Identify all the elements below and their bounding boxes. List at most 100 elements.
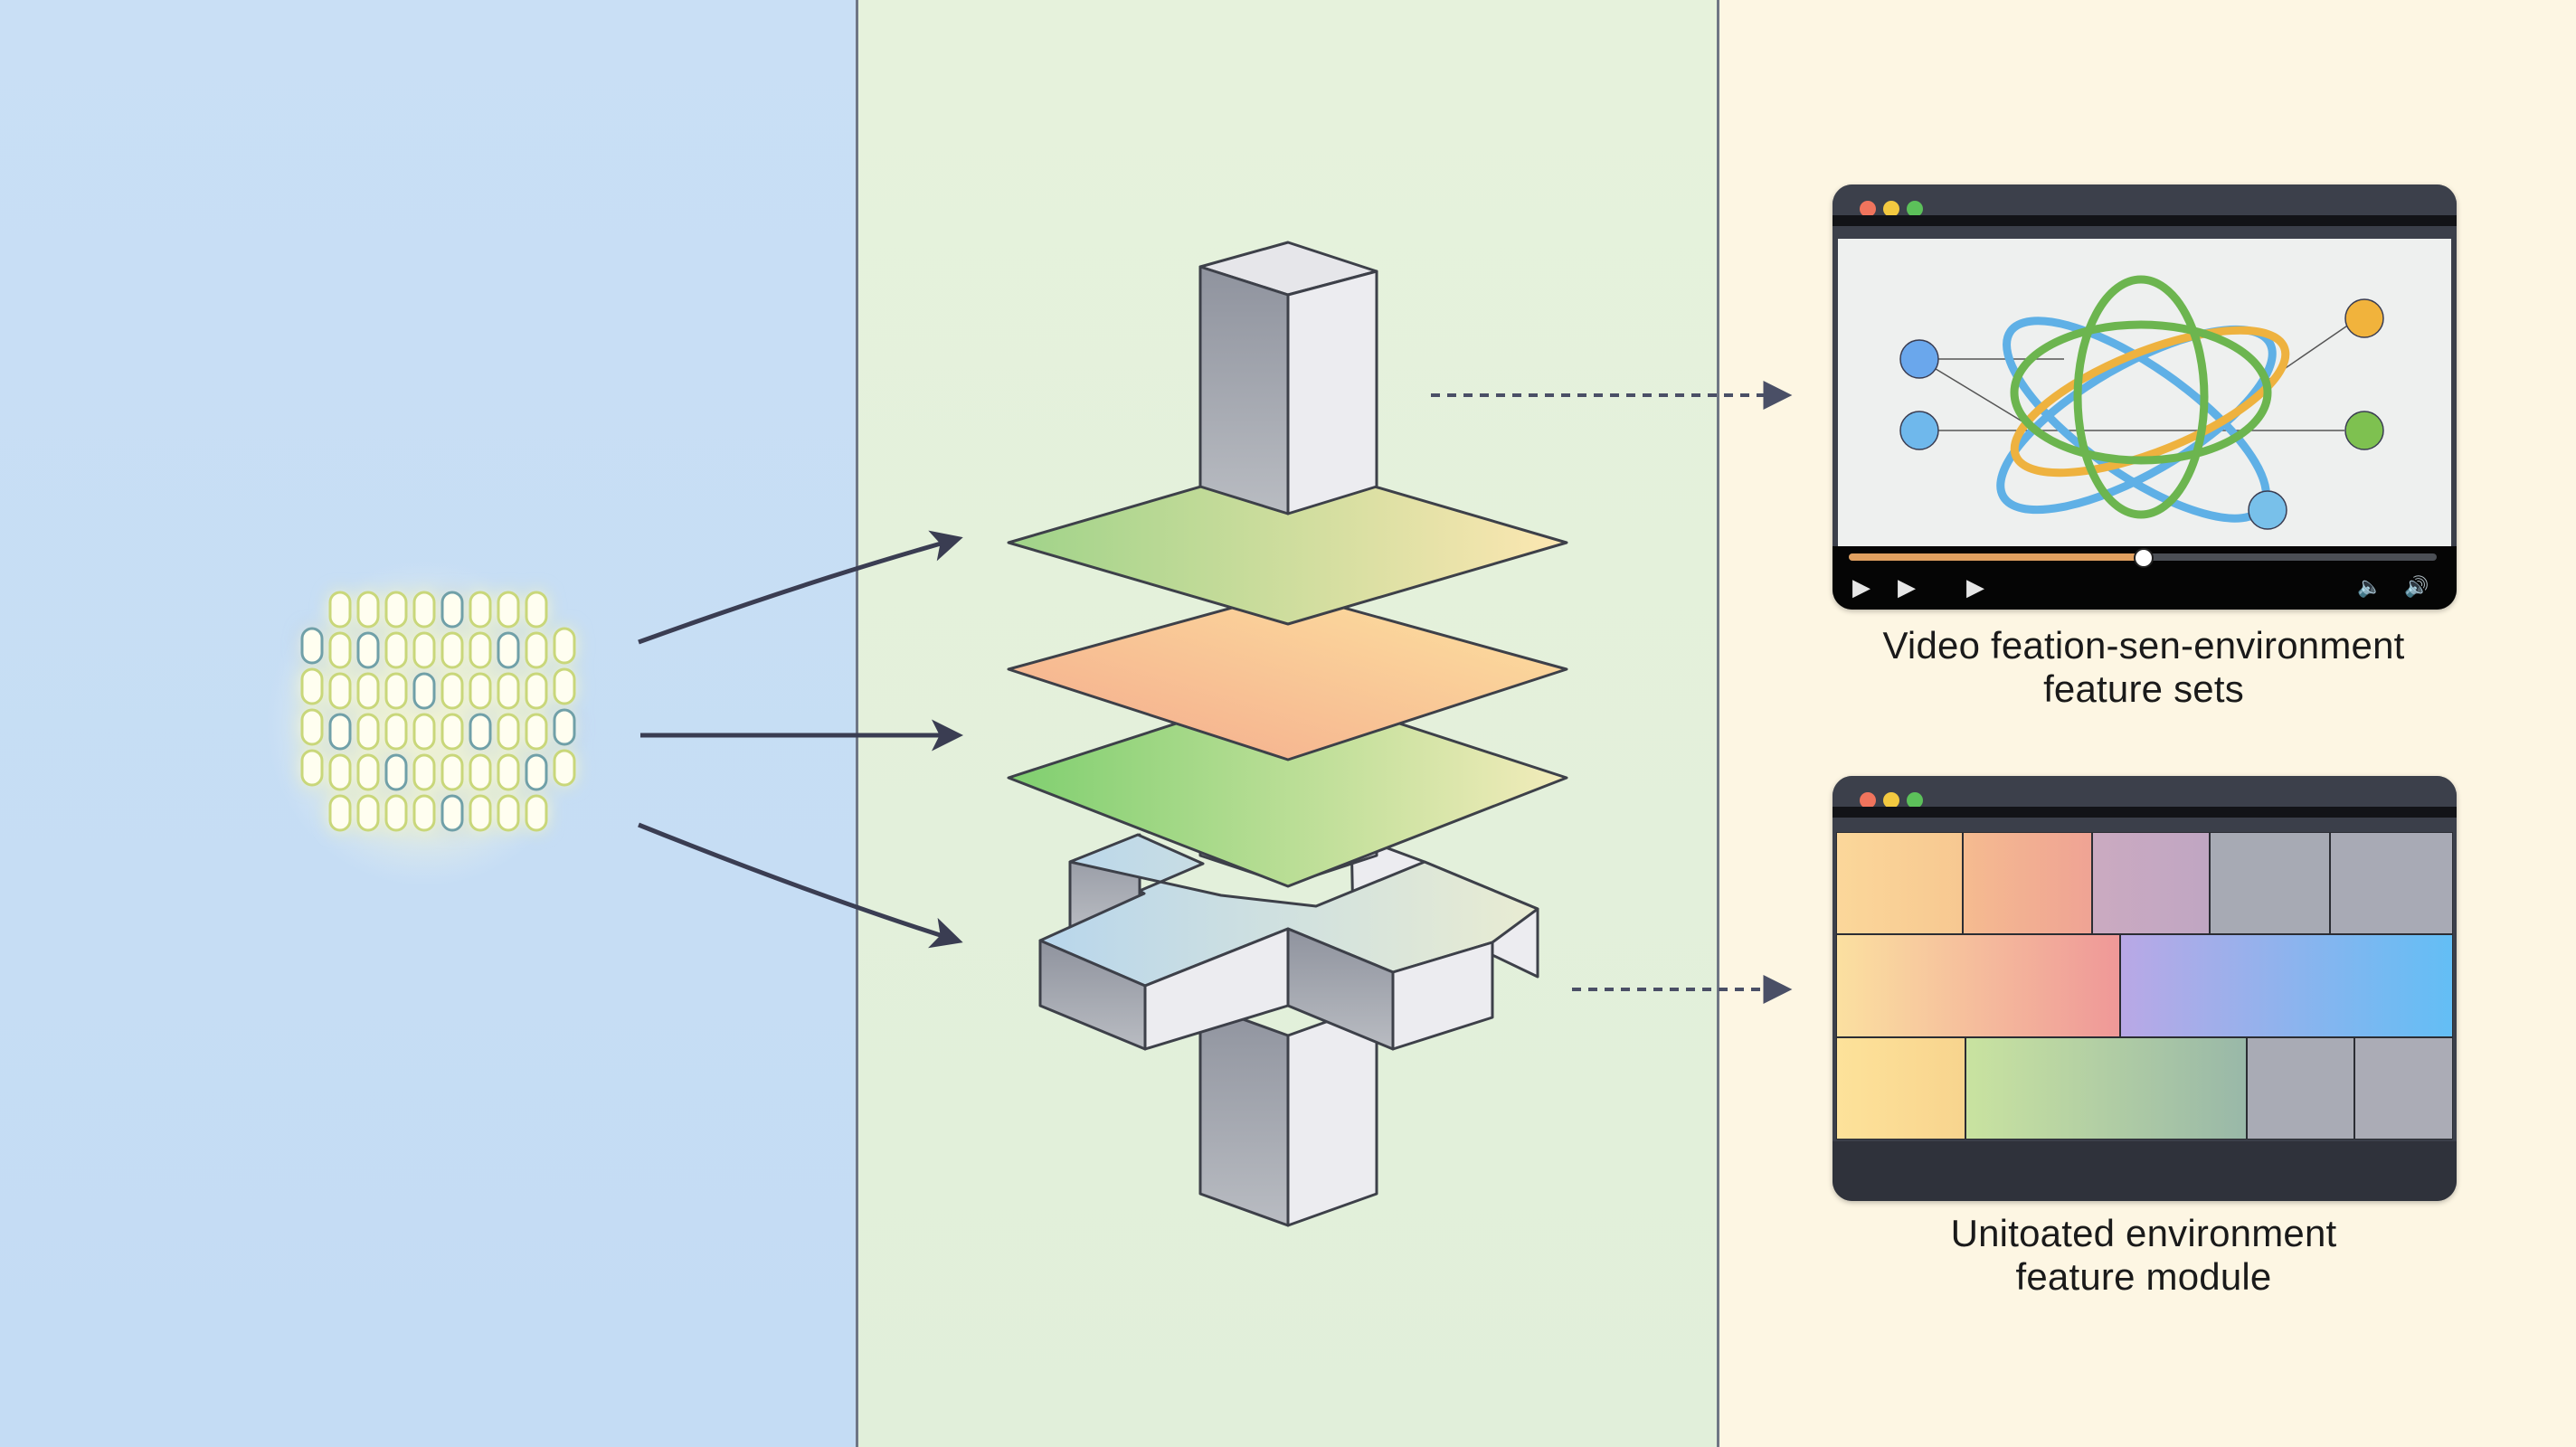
orbit-ring-blue [1996,325,2277,515]
progress-knob[interactable] [2134,548,2154,568]
grid-cell [384,794,408,832]
grid-cell [553,749,576,787]
grid-cell [412,713,436,751]
arrow-down-right [638,822,963,949]
grid-cell [412,631,436,669]
feature-module-window [1833,776,2457,1201]
grid-cell [328,713,352,751]
grid-cell [356,794,380,832]
layer-2 [1007,591,1568,761]
grid-cell [469,713,492,751]
grid-cell [525,794,548,832]
grid-cell [384,591,408,629]
grid-cell [384,753,408,791]
grid-cell [469,631,492,669]
grid-cell [356,753,380,791]
graph-node [2344,411,2384,450]
feature-tile [1836,1036,1966,1140]
grid-cell [440,794,464,832]
grid-cell [525,631,548,669]
play-icon[interactable]: ▶ [1852,573,1870,601]
grid-cell [525,591,548,629]
grid-cell [384,672,408,710]
caption-line: feature module [2015,1255,2272,1298]
top-pillar [1198,241,1378,515]
orbit-ring-green [2073,275,2209,519]
grid-cell [440,713,464,751]
caption-line: feature sets [2043,667,2244,710]
arrow-up-right [638,530,963,645]
grid-cell [553,627,576,665]
minimize-dot-icon[interactable] [1883,201,1899,217]
close-dot-icon[interactable] [1860,201,1876,217]
progress-fill [1849,553,2143,561]
grid-cell [469,672,492,710]
glowing-cell-grid [267,561,583,886]
grid-cell [356,672,380,710]
orbit-ring-green [2010,320,2272,465]
grid-cell [440,672,464,710]
minimize-dot-icon[interactable] [1883,792,1899,809]
window-titlebar [1833,776,2457,818]
grid-cell [525,753,548,791]
orbit-ring-orange [2010,326,2290,478]
play-icon[interactable]: ▶ [1966,573,1984,601]
volume-high-icon[interactable]: 🔊 [2404,575,2429,598]
grid-cell [356,713,380,751]
feature-tile [1836,934,2120,1037]
grid-cell [469,591,492,629]
video-controls: ▶ ▶ ▶ 🔈 🔊 [1833,546,2457,610]
grid-cell [328,591,352,629]
grid-cell [497,672,520,710]
maximize-dot-icon[interactable] [1907,792,1923,809]
window-titlebar [1833,184,2457,226]
grid-cell [356,591,380,629]
maximize-dot-icon[interactable] [1907,201,1923,217]
feature-tile [2092,832,2210,935]
grid-cell [300,749,324,787]
grid-cell [328,631,352,669]
panel-divider [1717,0,1719,1447]
feature-tile [2246,1036,2354,1140]
grid-cell [328,672,352,710]
video-feature-caption: Video feation-sen-environment feature se… [1836,624,2451,711]
feature-tile [2329,832,2453,935]
grid-cell [328,753,352,791]
volume-low-icon[interactable]: 🔈 [2357,575,2382,598]
output-connectors [1431,381,1793,1004]
graph-node [1899,411,1939,450]
caption-line: Unitoated environment [1950,1212,2337,1254]
grid-cell [497,753,520,791]
feature-tile-grid [1836,832,2453,1140]
grid-cell [497,631,520,669]
feature-tile [2353,1036,2453,1140]
graph-node [2344,298,2384,338]
graph-node [1899,339,1939,379]
grid-cell [440,591,464,629]
graph-node [2248,490,2287,530]
play-icon[interactable]: ▶ [1898,573,1916,601]
feature-tile [2119,934,2453,1037]
panel-divider [856,0,858,1447]
grid-cell [440,631,464,669]
grid-cell [300,667,324,705]
grid-cell [497,713,520,751]
grid-cell [412,591,436,629]
bottom-pillar [1198,1002,1378,1227]
video-progress-slider[interactable] [1849,548,2437,568]
grid-cell [412,753,436,791]
grid-cell [440,753,464,791]
grid-cell [412,672,436,710]
grid-cell [497,591,520,629]
layer-1 [1007,459,1568,626]
grid-cell [469,753,492,791]
grid-cell [328,794,352,832]
layered-model-structure [1007,241,1568,1227]
grid-cell [384,631,408,669]
module-feature-caption: Unitoated environment feature module [1836,1212,2451,1299]
feature-tile [2209,832,2330,935]
grid-cell [300,627,324,665]
input-arrows [638,530,963,949]
close-dot-icon[interactable] [1860,792,1876,809]
